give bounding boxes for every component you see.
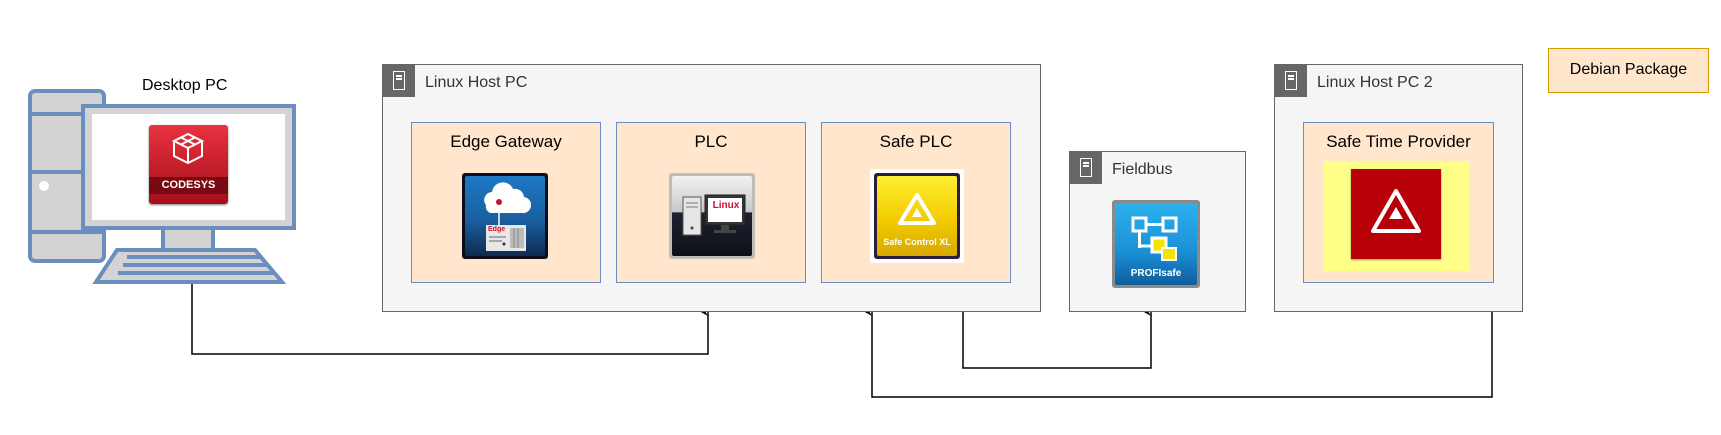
linux-host-pc-label: Linux Host PC (425, 74, 528, 91)
fieldbus-host: Fieldbus PROFIsafe (1069, 151, 1246, 312)
connector-desktop-to-plc (191, 282, 709, 355)
warning-triangle-icon (898, 193, 936, 225)
safe-time-provider-label: Safe Time Provider (1326, 132, 1471, 151)
warning-triangle-icon (1371, 189, 1421, 233)
legend-debian-package: Debian Package (1548, 48, 1709, 93)
plc-label: PLC (694, 132, 728, 151)
connector-safe-plc-to-fieldbus (962, 306, 1152, 369)
linux-host-pc: Linux Host PC Edge Gateway Edge PLC (382, 64, 1041, 312)
linux-host-pc-2: Linux Host PC 2 Safe Time Provider (1274, 64, 1523, 312)
codesys-logo-text: CODESYS (149, 177, 228, 194)
computer-icon (682, 194, 746, 236)
desktop-pc-label: Desktop PC (142, 77, 228, 94)
profisafe-icon: PROFIsafe (1112, 200, 1200, 288)
cube-icon (171, 132, 205, 165)
package-plc: PLC Linux (616, 122, 806, 283)
linux-host-pc-2-label: Linux Host PC 2 (1317, 74, 1433, 91)
package-safe-plc: Safe PLC Safe Control XL (821, 122, 1011, 283)
profisafe-icon-text: PROFIsafe (1130, 268, 1182, 279)
safe-plc-label: Safe PLC (879, 132, 953, 151)
edge-icon-text: Edge (488, 226, 506, 233)
edge-gateway-icon: Edge (462, 173, 548, 259)
codesys-app-icon: CODESYS (149, 125, 228, 204)
plc-icon-text: Linux (712, 200, 740, 211)
connector-host2-to-safe-plc (863, 306, 1493, 398)
fieldbus-label: Fieldbus (1112, 161, 1173, 178)
safe-time-provider-icon (1324, 161, 1469, 271)
package-safe-time-provider: Safe Time Provider (1303, 122, 1494, 283)
safe-plc-icon-text: Safe Control XL (883, 237, 951, 247)
server-icon (383, 65, 415, 97)
safe-control-xl-icon: Safe Control XL (870, 169, 964, 263)
cloud-icon (484, 182, 532, 251)
edge-gateway-label: Edge Gateway (450, 132, 562, 151)
server-icon (1275, 65, 1307, 97)
network-nodes-icon (1131, 216, 1178, 261)
plc-linux-icon: Linux (669, 173, 755, 259)
server-icon (1070, 152, 1102, 184)
package-edge-gateway: Edge Gateway Edge (411, 122, 601, 283)
